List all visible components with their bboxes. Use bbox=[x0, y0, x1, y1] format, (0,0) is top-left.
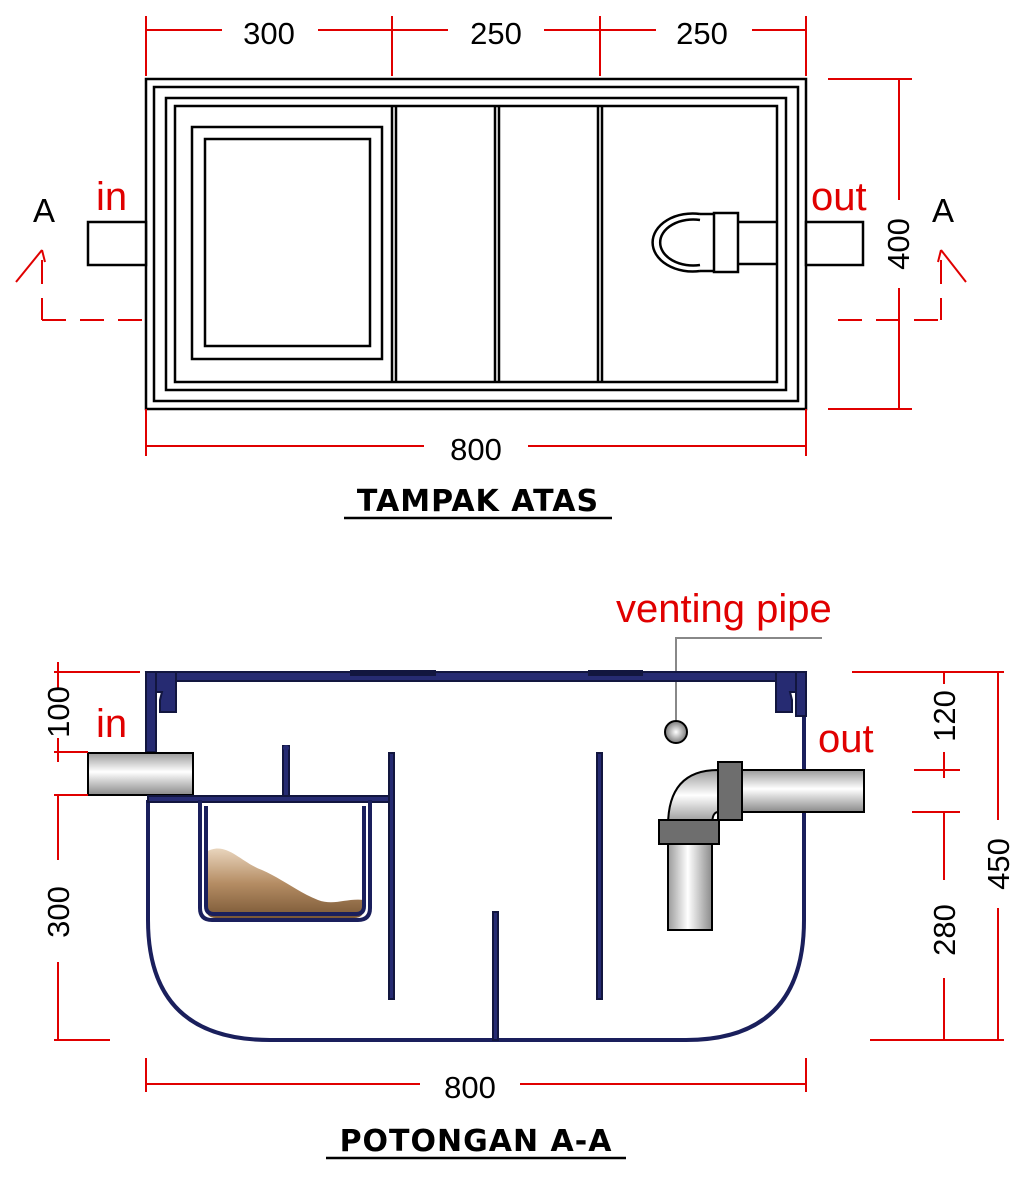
baffle-1 bbox=[388, 752, 395, 1000]
right-dimensions-section: 120 280 450 bbox=[852, 671, 1016, 1041]
dim-section-280: 280 bbox=[927, 904, 962, 956]
dim-section-100: 100 bbox=[41, 686, 76, 738]
top-view: 300 250 250 bbox=[15, 12, 967, 520]
outlet-elbow-plan bbox=[651, 211, 777, 274]
dim-plan-800: 800 bbox=[450, 432, 502, 467]
baffle-2 bbox=[492, 911, 499, 1041]
tank-plan bbox=[86, 77, 865, 411]
outlet-pipe-plan bbox=[804, 220, 865, 267]
inlet-label-plan: in bbox=[96, 175, 127, 219]
basket-support bbox=[147, 795, 395, 803]
section-marker-left: A bbox=[15, 192, 146, 321]
inlet-pipe-section bbox=[87, 752, 194, 796]
dim-section-800: 800 bbox=[444, 1070, 496, 1105]
svg-text:A: A bbox=[33, 192, 55, 229]
section-view: venting pipe bbox=[41, 587, 1016, 1160]
baffle-3 bbox=[596, 752, 603, 1000]
dim-section-120: 120 bbox=[927, 690, 962, 742]
height-dimension-plan: 400 bbox=[828, 78, 916, 410]
left-dimensions-section: 100 300 bbox=[41, 662, 140, 1041]
inlet-pipe-plan bbox=[86, 220, 148, 267]
width-dimension-plan: 800 bbox=[145, 409, 807, 467]
dim-plan-400: 400 bbox=[881, 218, 916, 270]
dim-top-300: 300 bbox=[243, 16, 295, 51]
sediment bbox=[206, 848, 364, 918]
dim-section-300: 300 bbox=[41, 886, 76, 938]
top-dimension-chain: 300 250 250 bbox=[145, 12, 807, 76]
top-view-title: TAMPAK ATAS bbox=[357, 484, 599, 519]
dim-section-450: 450 bbox=[981, 838, 1016, 890]
venting-pipe-label: venting pipe bbox=[616, 587, 832, 631]
tank-lid bbox=[145, 671, 807, 682]
section-view-title: POTONGAN A-A bbox=[340, 1124, 613, 1159]
inlet-label-section: in bbox=[96, 702, 127, 746]
svg-text:A: A bbox=[932, 192, 954, 229]
venting-pipe bbox=[664, 720, 688, 744]
tank-body-section bbox=[146, 712, 806, 1042]
width-dimension-section: 800 bbox=[145, 1058, 807, 1105]
dim-top-250-b: 250 bbox=[676, 16, 728, 51]
outlet-label-section: out bbox=[818, 717, 874, 761]
outlet-elbow-section bbox=[658, 761, 865, 931]
section-marker-right: A bbox=[838, 192, 967, 321]
strainer-basket-plan bbox=[190, 125, 384, 361]
strainer-basket-section bbox=[198, 800, 372, 922]
outlet-label-plan: out bbox=[811, 175, 867, 219]
dim-top-250-a: 250 bbox=[470, 16, 522, 51]
